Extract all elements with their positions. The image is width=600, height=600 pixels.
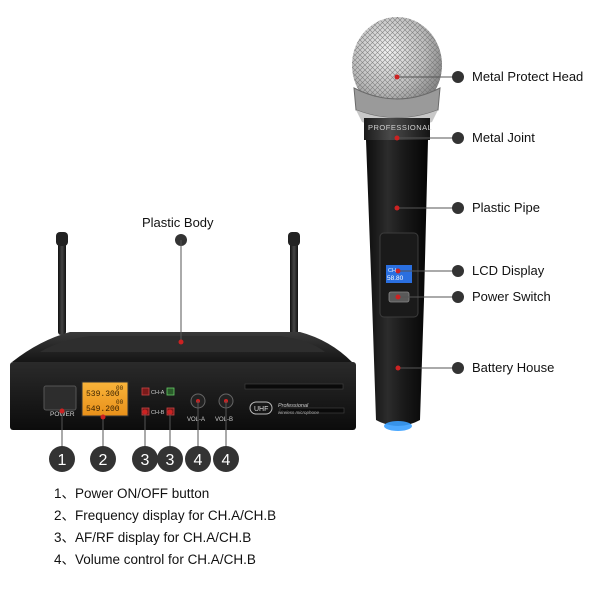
professional-line2: wireless microphone xyxy=(278,410,320,415)
display-freq-b: 549.200 xyxy=(86,405,120,414)
ch-b-label: CH-B xyxy=(151,410,165,416)
display-side-b: 00 xyxy=(116,399,124,406)
legend-item-3: 3、AF/RF display for CH.A/CH.B xyxy=(54,530,252,545)
number-markers: 1 2 3 3 4 4 xyxy=(49,446,239,472)
uhf-badge xyxy=(249,401,273,415)
label-power-switch: Power Switch xyxy=(472,289,551,304)
mic-callouts xyxy=(394,71,464,374)
marker-4b xyxy=(213,446,239,472)
marker-4a xyxy=(185,446,211,472)
label-lcd-display: LCD Display xyxy=(472,263,545,278)
marker-3a-label: 3 xyxy=(141,452,150,469)
display-freq-a: 539.300 xyxy=(86,390,120,399)
mic-lcd-screen xyxy=(386,265,412,283)
ch-a-led-red xyxy=(141,387,150,396)
professional-line1: Professional xyxy=(278,403,309,409)
uhf-badge-text: UHF xyxy=(254,406,268,413)
marker-3b xyxy=(157,446,183,472)
label-metal-protect-head: Metal Protect Head xyxy=(472,69,584,84)
mic-brand-text: PROFESSIONAL xyxy=(368,123,432,132)
label-battery-house: Battery House xyxy=(472,360,555,375)
antenna-left xyxy=(58,240,66,335)
label-metal-joint: Metal Joint xyxy=(472,130,535,145)
marker-2 xyxy=(90,446,116,472)
frequency-display xyxy=(81,381,129,417)
mic-led-tail xyxy=(384,421,412,431)
label-plastic-body: Plastic Body xyxy=(142,215,214,230)
power-button xyxy=(43,385,77,411)
mic-lcd-ch: CH xyxy=(388,268,396,274)
marker-1 xyxy=(49,446,75,472)
ch-a-label: CH-A xyxy=(151,390,165,396)
legend-list: 1、Power ON/OFF button 2、Frequency displa… xyxy=(54,483,276,571)
marker-2-label: 2 xyxy=(99,452,108,469)
mic-lcd-value: 58.80 xyxy=(387,275,404,282)
marker-3b-label: 3 xyxy=(166,452,175,469)
antenna-right xyxy=(290,240,298,335)
ch-a-led-green xyxy=(166,387,175,396)
microphone: PROFESSIONAL CH 58.80 xyxy=(352,17,442,431)
label-plastic-pipe: Plastic Pipe xyxy=(472,200,540,215)
legend-item-2: 2、Frequency display for CH.A/CH.B xyxy=(54,508,277,523)
legend-item-4: 4、Volume control for CH.A/CH.B xyxy=(54,552,256,567)
marker-3a xyxy=(132,446,158,472)
marker-leaders xyxy=(59,401,227,447)
receiver: POWER 539.300 549.200 00 00 CH-A CH-B VO… xyxy=(10,232,356,430)
plastic-body-callout xyxy=(175,234,187,345)
vol-b-label: VOL-B xyxy=(215,417,233,423)
display-side-a: 00 xyxy=(116,385,124,392)
marker-4a-label: 4 xyxy=(194,452,203,469)
legend-item-1: 1、Power ON/OFF button xyxy=(54,486,210,501)
marker-4b-label: 4 xyxy=(222,452,231,469)
vol-a-label: VOL-A xyxy=(187,417,205,423)
mic-metal-joint-band xyxy=(364,118,430,140)
marker-1-label: 1 xyxy=(58,452,67,469)
